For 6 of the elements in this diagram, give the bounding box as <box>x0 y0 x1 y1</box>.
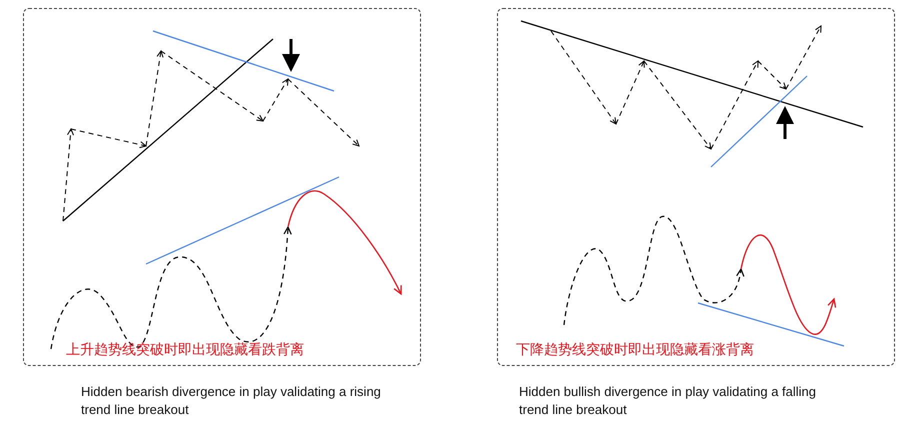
caption-text: Hidden bearish divergence in play validating a rising trend line breakout <box>81 383 382 419</box>
chart-panel <box>497 8 895 366</box>
caption-text: Hidden bullish divergence in play validating a falling trend line breakout <box>519 383 818 419</box>
chart-panel <box>23 8 421 366</box>
chart-note: 下降趋势线突破时即出现隐藏看涨背离 <box>516 341 754 359</box>
chart-note: 上升趋势线突破时即出现隐藏看跌背离 <box>66 341 304 359</box>
